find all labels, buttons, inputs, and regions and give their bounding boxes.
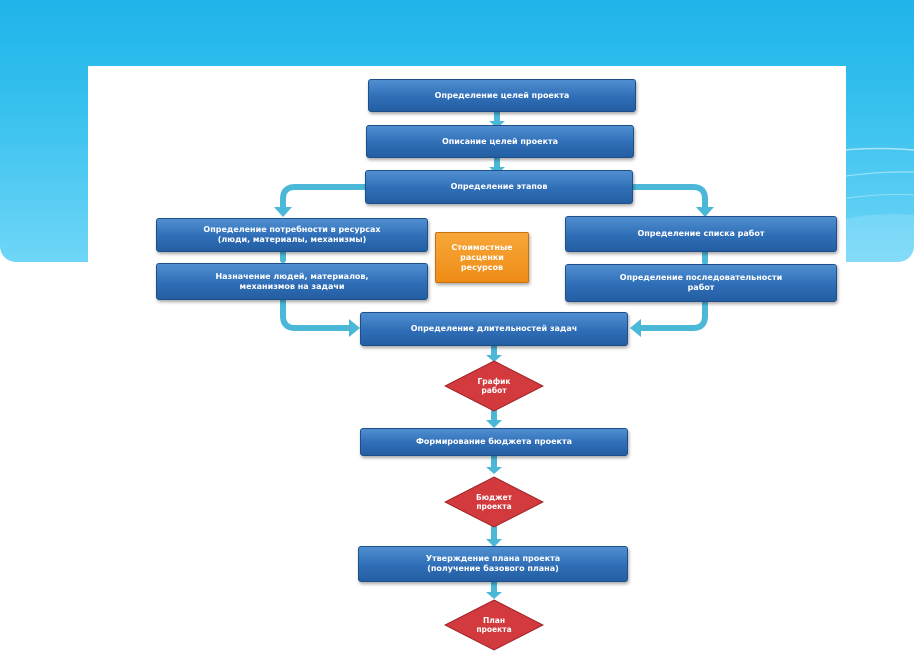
step-describe-project-goals: Описание целей проекта <box>366 125 634 158</box>
note-resource-cost-rates: Стоимостные расценки ресурсов <box>435 232 529 283</box>
milestone-label: График работ <box>477 377 511 395</box>
connector-left-merge <box>280 297 353 331</box>
connector-right-merge <box>637 299 708 331</box>
milestone-project-plan: План проекта <box>444 599 544 651</box>
arrowhead-plan <box>486 592 502 599</box>
step-budget-formation: Формирование бюджета проекта <box>360 428 628 456</box>
arrowhead-schedule <box>486 355 502 362</box>
milestone-project-budget: Бюджет проекта <box>444 476 544 528</box>
connector-stages-left <box>280 184 368 211</box>
arrowhead-right <box>696 207 714 217</box>
arrowhead-left-merge <box>349 319 360 337</box>
arrowhead-approval <box>486 539 502 547</box>
flow-connectors <box>274 109 714 599</box>
arrowhead-budget <box>486 420 502 428</box>
step-resource-needs: Определение потребности в ресурсах (люди… <box>156 218 428 252</box>
flowchart-panel: Определение целей проекта Описание целей… <box>88 66 846 659</box>
milestone-label: План проекта <box>476 616 512 634</box>
diamond-shape <box>444 360 544 412</box>
step-work-sequence: Определение последовательности работ <box>565 264 837 302</box>
step-work-list: Определение списка работ <box>565 216 837 252</box>
arrowhead-left <box>274 207 292 217</box>
diamond-shape <box>444 599 544 651</box>
milestone-work-schedule: График работ <box>444 360 544 412</box>
diamond-shape <box>444 476 544 528</box>
arrowhead-budget-milestone <box>486 467 502 474</box>
milestone-label: Бюджет проекта <box>476 493 512 511</box>
step-assign-resources: Назначение людей, материалов, механизмов… <box>156 263 428 300</box>
connector-stages-right <box>630 184 708 211</box>
step-define-stages: Определение этапов <box>365 170 633 204</box>
step-define-project-goals: Определение целей проекта <box>368 79 636 112</box>
step-task-durations: Определение длительностей задач <box>360 312 628 346</box>
step-plan-approval: Утверждение плана проекта (получение баз… <box>358 546 628 582</box>
arrowhead-right-merge <box>630 319 641 337</box>
arrowhead-describe <box>489 121 505 128</box>
